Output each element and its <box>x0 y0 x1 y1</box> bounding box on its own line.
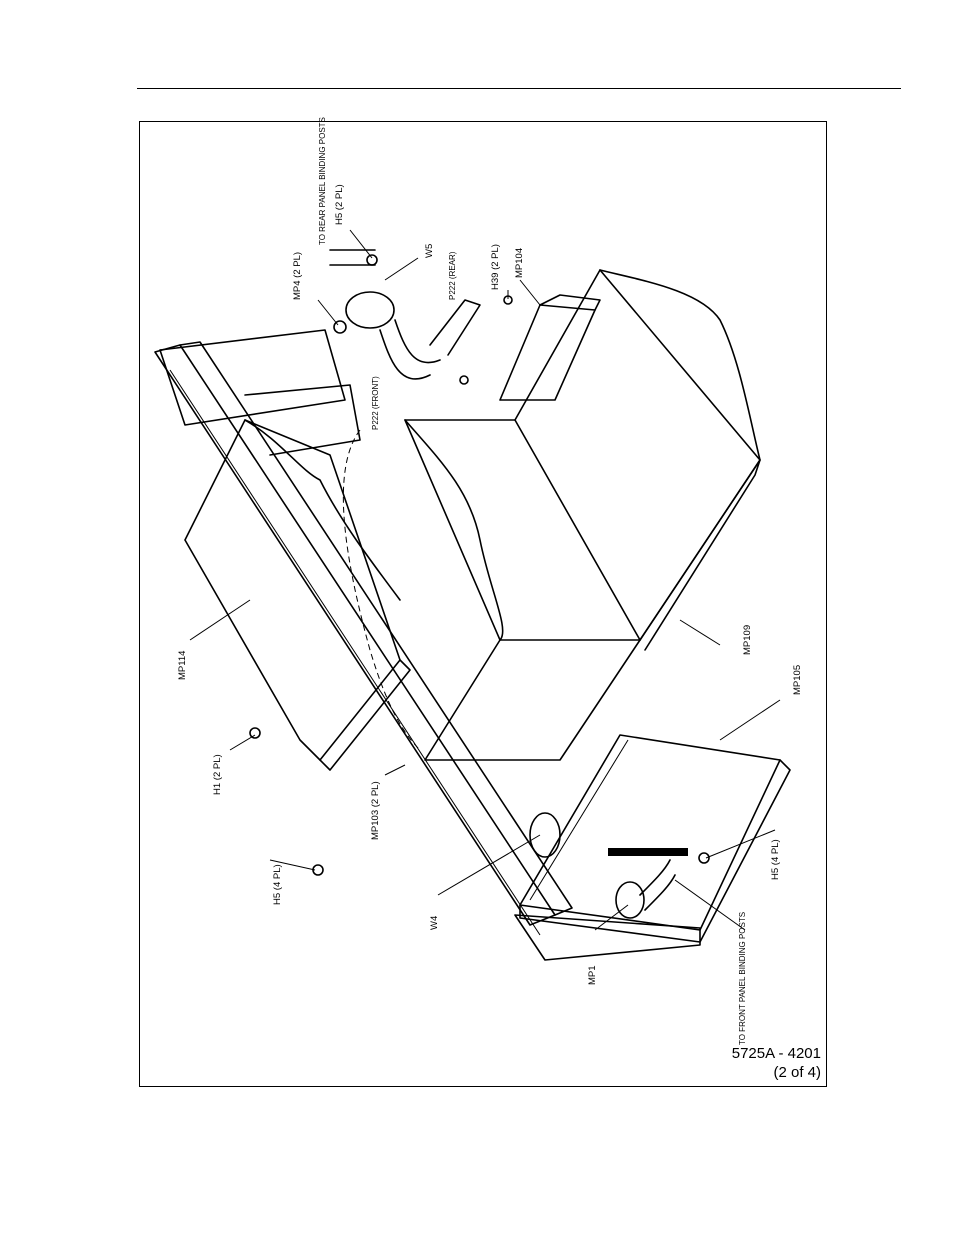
label-w5: W5 <box>424 244 435 258</box>
label-mp114: MP114 <box>177 651 188 680</box>
label-p222-rear: P222 (REAR) <box>448 251 457 300</box>
figure-number: 5725A - 4201 <box>731 1045 821 1062</box>
label-h39: H39 (2 PL) <box>490 244 501 290</box>
label-mp4: MP4 (2 PL) <box>292 252 303 300</box>
front-cover-mp105 <box>519 734 791 943</box>
rear-bracket <box>159 329 361 456</box>
header-rule <box>137 88 901 89</box>
label-w4: W4 <box>429 916 440 930</box>
hidden-cable <box>342 429 421 751</box>
figure-identifier: 5725A - 4201 (2 of 4) <box>732 1044 821 1082</box>
side-rail <box>154 341 701 961</box>
label-h1: H1 (2 PL) <box>212 754 223 795</box>
cable-w5 <box>329 249 481 380</box>
figure-part: (2 of 4) <box>773 1064 821 1081</box>
screws <box>249 254 710 876</box>
label-rear-binding: TO REAR PANEL BINDING POSTS <box>318 117 327 245</box>
cover-plate-mp114 <box>184 419 411 771</box>
label-h5-rear: H5 (2 PL) <box>334 184 345 225</box>
label-mp105: MP105 <box>792 665 803 695</box>
shield-mp109 <box>404 269 761 761</box>
label-slot <box>608 848 688 856</box>
leader-lines <box>189 229 781 931</box>
bracket-mp104 <box>499 294 601 401</box>
label-h5-left: H5 (4 PL) <box>272 864 283 905</box>
label-mp109: MP109 <box>742 625 753 655</box>
label-mp1: MP1 <box>587 965 598 985</box>
label-mp103: MP103 (2 PL) <box>370 781 381 840</box>
label-front-binding: TO FRONT PANEL BINDING POSTS <box>738 912 747 1045</box>
label-h5-right: H5 (4 PL) <box>770 839 781 880</box>
connector-mp1 <box>529 812 676 919</box>
label-p222-front: P222 (FRONT) <box>371 376 380 430</box>
figure-frame <box>139 121 827 1087</box>
label-mp104: MP104 <box>514 248 525 278</box>
